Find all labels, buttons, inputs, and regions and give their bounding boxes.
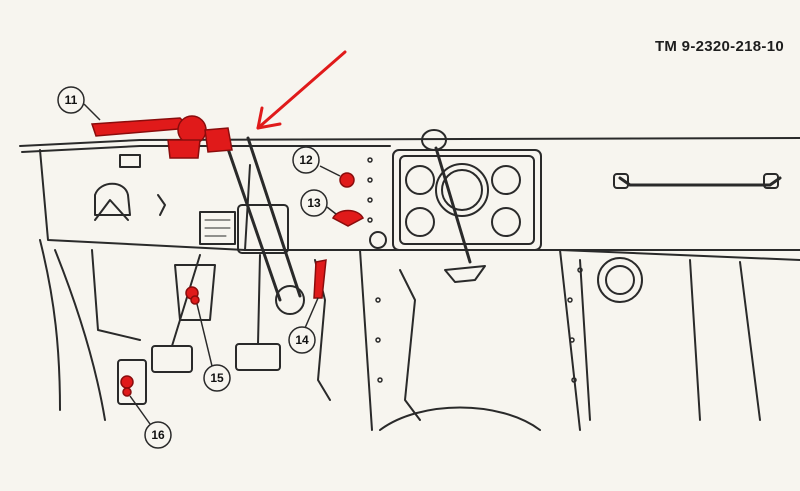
callout-14	[288, 326, 316, 354]
pedal-bracket	[174, 264, 216, 321]
steering-mount-box	[237, 204, 289, 254]
callout-15-leader	[196, 303, 213, 367]
callout-13	[300, 189, 328, 217]
speedometer-inner	[441, 169, 483, 211]
dashboard-top-edge	[19, 137, 800, 147]
control-plate	[199, 211, 236, 245]
gauge-bottom-left	[405, 207, 435, 237]
callout-14-leader	[304, 297, 319, 329]
heater-vent	[597, 257, 643, 303]
shift-boot	[444, 265, 486, 283]
dimmer-switch-plate	[117, 359, 147, 405]
clutch-pedal-arm	[171, 254, 201, 347]
gauge-top-right	[491, 165, 521, 195]
light-switch	[94, 182, 131, 216]
callout-15	[203, 364, 231, 392]
callout-12	[292, 146, 320, 174]
tunnel-arch	[379, 406, 541, 431]
callouts: 11 12 13 14 15 16	[57, 86, 341, 449]
arrow-head-bottom	[256, 122, 282, 130]
right-compartment-vertical-3	[739, 261, 761, 421]
ignition-plate	[119, 154, 141, 168]
control-plate-lines	[204, 219, 231, 237]
callout-13-label: 13	[307, 196, 321, 210]
item-12-highlight	[339, 172, 355, 188]
item-15-highlight-2	[190, 295, 200, 305]
right-compartment-top	[559, 249, 800, 261]
callout-11-label: 11	[65, 93, 78, 107]
callout-12-label: 12	[299, 153, 313, 167]
right-compartment-vertical-1	[579, 259, 591, 421]
turn-signal-lower-highlight	[167, 139, 201, 159]
item-13-highlight	[332, 209, 364, 227]
grab-handle	[618, 176, 782, 187]
steering-column-base	[275, 285, 305, 315]
item-14-highlight	[313, 259, 327, 299]
gauge-bottom-right	[491, 207, 521, 237]
callout-11	[57, 86, 85, 114]
steering-column-right	[246, 136, 302, 298]
turn-signal-switch-highlight	[204, 127, 233, 153]
gauge-top-left	[405, 165, 435, 195]
left-fender-curve	[54, 249, 106, 421]
rivets	[367, 157, 583, 383]
turn-signal-lever-highlight	[90, 117, 192, 137]
item-16-highlight-2	[122, 387, 132, 397]
left-lower-structure	[91, 249, 141, 341]
callout-14-label: 14	[295, 333, 309, 347]
technical-manual-code: TM 9-2320-218-10	[654, 38, 784, 55]
left-fender-curve-outer	[39, 239, 61, 411]
tunnel-left	[359, 249, 373, 431]
steering-column-left	[223, 138, 282, 302]
shift-lever	[434, 146, 472, 264]
grab-handle-right-mount	[763, 173, 779, 189]
annotation-arrow	[256, 50, 347, 130]
callout-13-leader	[326, 206, 337, 215]
light-switch-handle	[94, 199, 129, 221]
choke-knob	[157, 194, 166, 216]
item-16-highlight	[120, 375, 134, 389]
callout-16	[144, 421, 172, 449]
highlighted-parts	[90, 115, 364, 397]
clutch-pedal	[151, 345, 193, 373]
arrow-shaft	[256, 50, 347, 130]
grab-handle-left-mount	[613, 173, 629, 189]
right-compartment-vertical-2	[689, 259, 701, 421]
callout-15-label: 15	[210, 371, 224, 385]
dashboard-top-edge-inner	[21, 145, 391, 153]
instrument-panel-inner	[399, 155, 535, 245]
arrow-head-top	[256, 106, 264, 130]
panel-knob	[369, 231, 387, 249]
brake-pedal	[235, 343, 281, 371]
speedometer	[435, 163, 489, 217]
callout-16-label: 16	[151, 428, 165, 442]
callout-11-leader	[83, 103, 101, 121]
left-panel-outline	[39, 149, 251, 251]
shift-knob	[421, 129, 447, 151]
transfer-lever	[399, 269, 421, 421]
callout-12-leader	[319, 165, 341, 177]
heater-vent-inner	[605, 265, 635, 295]
callout-16-leader	[129, 395, 151, 425]
brake-pedal-arm	[257, 254, 261, 345]
